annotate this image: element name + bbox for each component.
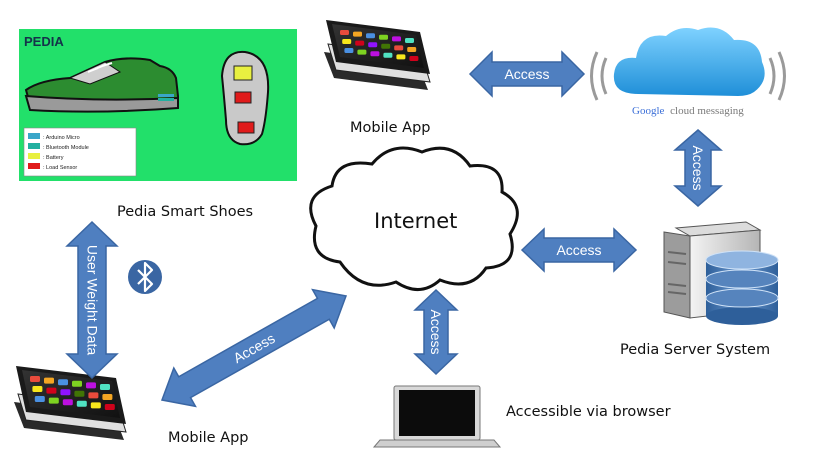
shoe-illustration [24,57,179,113]
arrow-shoes-app-shape [65,220,119,380]
gcm-suffix: cloud messaging [670,105,744,117]
mobile-app-top-label: Mobile App [350,120,431,136]
app-tile [405,38,414,43]
arrow-cloud-server-shape [672,129,724,207]
app-tile [72,380,82,387]
mobile-app-bottom-label: Mobile App [168,430,249,446]
arrow-internet-app-shape [160,288,348,408]
arrow-app-cloud-label: Access [504,66,549,82]
database-icon [705,250,779,325]
gcm-label: Google cloud messaging [632,105,744,117]
app-tile [379,34,388,40]
app-tile [407,47,417,52]
legend-swatch [28,143,40,149]
app-tile [48,397,59,404]
arrow-shoes-app-label: User Weight Data [84,245,100,355]
smart-shoes-label: Pedia Smart Shoes [117,204,253,220]
smart-shoes-panel: PEDIA : Arduino Micro : Bluetooth Module:… [19,29,297,181]
app-tile [370,51,380,57]
app-tile [342,39,352,44]
arrow-cloud-server: Access [672,129,724,207]
legend-swatch [28,133,40,139]
app-tile [366,33,375,39]
server-system-label: Pedia Server System [620,342,770,358]
legend-swatch [28,153,40,159]
app-tile [34,396,45,402]
app-tile [344,48,354,53]
app-tile [32,386,43,392]
app-tile [30,376,40,382]
legend-label: : Arduino Micro [43,135,80,141]
app-tile [62,399,73,406]
app-tile [381,43,391,49]
legend-swatch [28,163,40,169]
app-tile [58,379,68,386]
app-tile [104,404,115,410]
arrow-internet-laptop-label: Access [428,309,444,354]
app-tile [86,382,96,389]
bluetooth-icon [128,260,162,294]
arrow-app-cloud-shape [468,50,586,98]
app-tile [74,390,85,397]
arrow-cloud-server-label: Access [690,145,706,190]
app-tile [102,394,113,400]
legend-label: : Battery [43,155,64,161]
arrow-internet-server-label: Access [556,242,601,258]
arrow-app-cloud: Access [468,50,586,98]
laptop-icon [372,385,502,448]
app-tile [46,387,57,394]
app-tile [392,36,401,42]
app-tile [394,45,404,51]
app-tile [340,30,349,35]
arrow-internet-server-shape [520,227,638,273]
app-tile [409,56,419,61]
gcm-brand: Google [632,105,665,117]
shoes-panel-title: PEDIA [24,34,64,49]
smartphone-icon [324,20,431,90]
app-tile [76,400,87,407]
app-tile [396,54,406,60]
internet-label: Internet [374,209,457,233]
cloud-icon [590,27,786,101]
app-tile [44,377,54,384]
browser-label: Accessible via browser [506,404,671,420]
shoes-legend: : Arduino Micro : Bluetooth Module : Batte… [23,127,137,177]
app-tile [368,42,378,48]
smartphone-icon [14,366,127,440]
app-tile [357,49,367,55]
arrow-internet-app: Access [160,288,348,408]
legend-label: : Bluetooth Module [43,145,89,151]
app-tile [353,31,362,37]
app-tile [88,392,99,399]
internet-cloud [309,146,519,291]
arrow-shoes-app: User Weight Data [65,220,119,380]
app-tile [383,52,393,58]
insole-illustration [220,50,270,146]
app-tile [100,384,110,390]
arrow-internet-laptop: Access [413,288,459,376]
legend-label: : Load Sensor [43,165,77,171]
arrow-internet-laptop-shape [413,288,459,376]
app-tile [355,40,365,46]
app-tile [60,389,71,396]
arrow-internet-server: Access [520,227,638,273]
app-tile [90,402,101,409]
